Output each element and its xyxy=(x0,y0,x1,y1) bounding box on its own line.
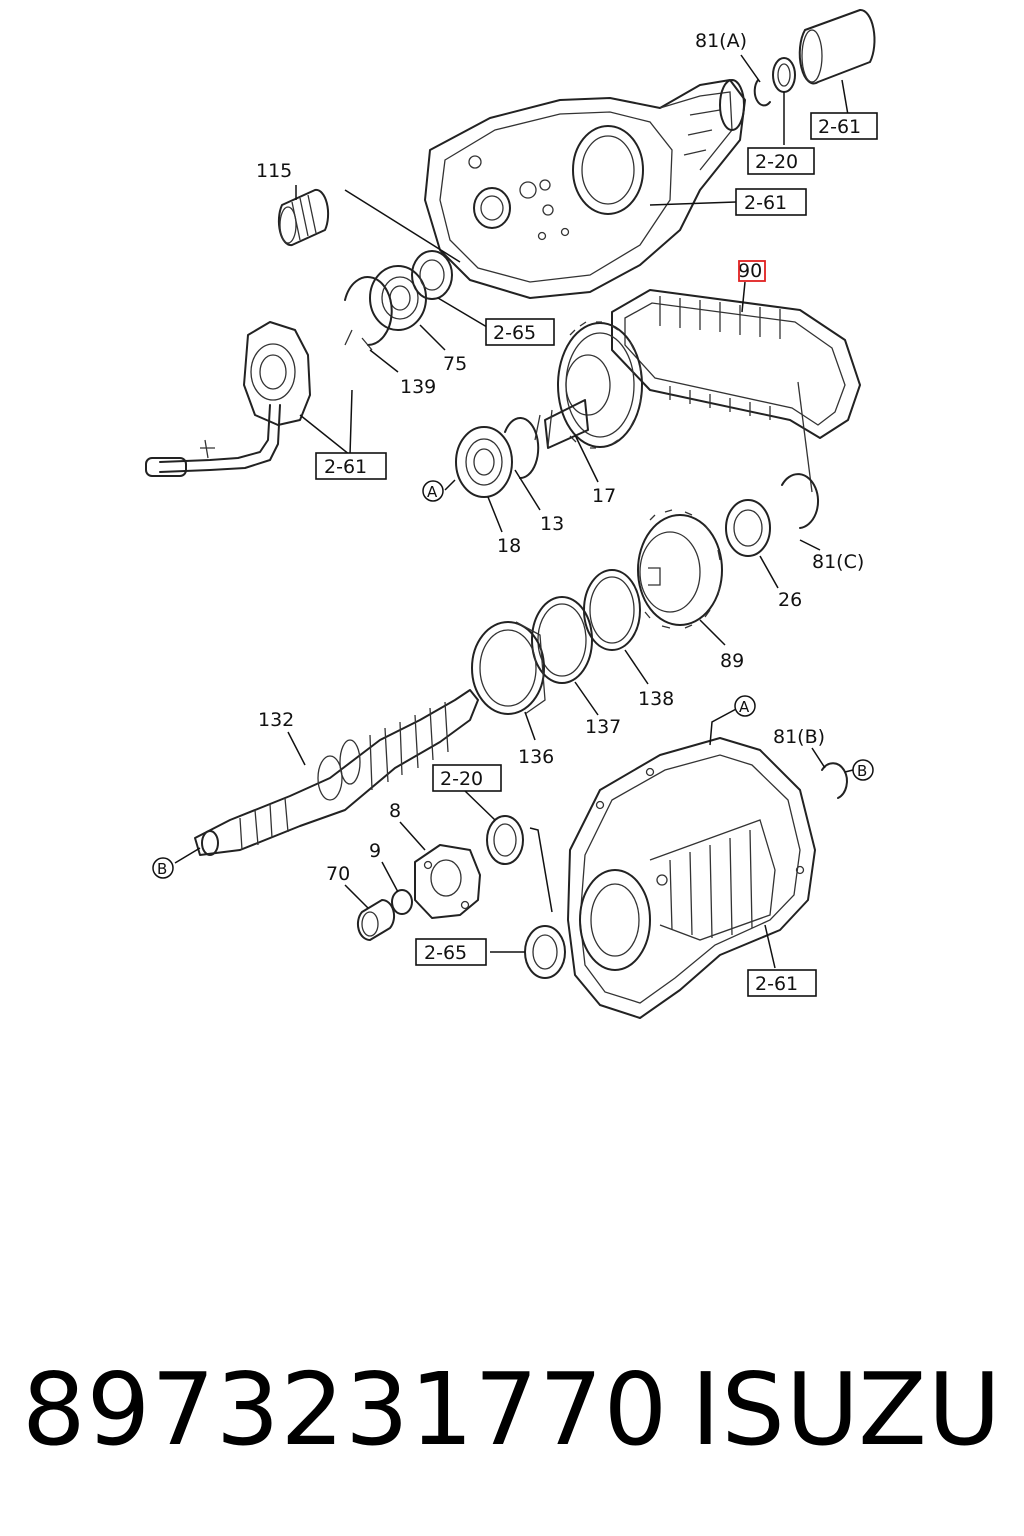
bearing-75 xyxy=(369,265,427,331)
label-139: 139 xyxy=(400,376,436,398)
label-81b: 81(B) xyxy=(773,726,825,748)
bearing-18 xyxy=(455,426,513,498)
ref-box-2-65-top: 2-65 xyxy=(485,318,555,346)
sprocket-89 xyxy=(637,509,723,629)
label-18: 18 xyxy=(497,535,521,557)
svg-text:2-20: 2-20 xyxy=(440,768,483,790)
ref-box-2-61-housing: 2-61 xyxy=(735,188,807,216)
ring-137 xyxy=(531,596,593,684)
svg-text:2-61: 2-61 xyxy=(818,116,861,138)
ref-box-2-61-top: 2-61 xyxy=(810,112,878,140)
label-17: 17 xyxy=(592,485,616,507)
snap-ring-81b xyxy=(821,762,848,799)
ref-box-2-61-lower: 2-61 xyxy=(747,969,817,997)
leader-lines xyxy=(174,54,854,969)
snap-ring-81c xyxy=(781,473,820,529)
snap-ring-13 xyxy=(504,417,540,480)
label-138: 138 xyxy=(638,688,674,710)
plug-70 xyxy=(356,898,396,942)
retainer-2-61-left xyxy=(145,321,311,477)
callout-b-left: B xyxy=(152,857,174,879)
svg-text:B: B xyxy=(857,762,867,780)
svg-text:2-61: 2-61 xyxy=(324,456,367,478)
exploded-view-drawing: 81(A) 115 90 75 139 17 13 18 81(C) 26 89… xyxy=(145,9,878,1019)
o-ring-9 xyxy=(391,889,413,915)
svg-text:2-65: 2-65 xyxy=(424,942,467,964)
oil-seal-2-65-lower xyxy=(524,925,566,979)
thrust-washer-26 xyxy=(725,499,771,557)
label-9: 9 xyxy=(369,840,381,862)
label-137: 137 xyxy=(585,716,621,738)
label-89: 89 xyxy=(720,650,744,672)
label-75: 75 xyxy=(443,353,467,375)
callout-b-right: B xyxy=(852,759,874,781)
ref-box-2-20-top: 2-20 xyxy=(747,147,815,175)
svg-text:A: A xyxy=(427,483,438,501)
label-90-highlighted[interactable]: 90 xyxy=(738,260,762,282)
reference-boxes: 2-61 2-20 2-61 2-65 2-61 2-20 2-65 2-61 xyxy=(315,112,878,997)
svg-text:2-61: 2-61 xyxy=(744,192,787,214)
label-70: 70 xyxy=(326,863,350,885)
svg-text:2-61: 2-61 xyxy=(755,973,798,995)
oil-seal-2-65-top xyxy=(411,250,453,300)
snap-ring-81a xyxy=(753,79,771,107)
callout-a-right: A xyxy=(734,695,756,717)
label-81c: 81(C) xyxy=(812,551,864,573)
label-81a: 81(A) xyxy=(695,30,747,52)
rear-housing xyxy=(424,79,746,299)
cover-8 xyxy=(414,844,481,919)
brand-name: ISUZU xyxy=(690,1351,1002,1468)
drive-chain-90 xyxy=(611,289,861,493)
label-26: 26 xyxy=(778,589,802,611)
footer-caption: 8973231770 ISUZU xyxy=(22,1355,1002,1465)
snap-ring-139 xyxy=(344,276,393,351)
ref-box-2-61-left: 2-61 xyxy=(315,452,387,480)
needle-bearing-115 xyxy=(277,188,330,247)
callout-a-left: A xyxy=(422,480,444,502)
label-8: 8 xyxy=(389,800,401,822)
part-number: 8973231770 xyxy=(22,1351,669,1468)
label-13: 13 xyxy=(540,513,564,535)
part-labels: 81(A) 115 90 75 139 17 13 18 81(C) 26 89… xyxy=(256,30,864,885)
label-132: 132 xyxy=(258,709,294,731)
oil-seal-2-20-top xyxy=(772,57,796,93)
callout-markers: A A B B xyxy=(152,480,874,879)
svg-text:2-20: 2-20 xyxy=(755,151,798,173)
ref-box-2-65-lower: 2-65 xyxy=(415,938,487,966)
svg-text:B: B xyxy=(157,860,167,878)
label-115: 115 xyxy=(256,160,292,182)
front-housing xyxy=(567,737,816,1019)
svg-text:A: A xyxy=(739,698,750,716)
sleeve-2-61-top xyxy=(798,9,876,85)
highlight-box-90 xyxy=(738,260,766,282)
label-136: 136 xyxy=(518,746,554,768)
svg-text:2-65: 2-65 xyxy=(493,322,536,344)
ref-box-2-20-lower: 2-20 xyxy=(432,764,502,792)
main-shaft-132 xyxy=(194,689,479,856)
oil-seal-2-20-lower xyxy=(486,815,524,865)
ring-136 xyxy=(471,621,546,715)
drive-sprocket-17 xyxy=(534,321,643,449)
